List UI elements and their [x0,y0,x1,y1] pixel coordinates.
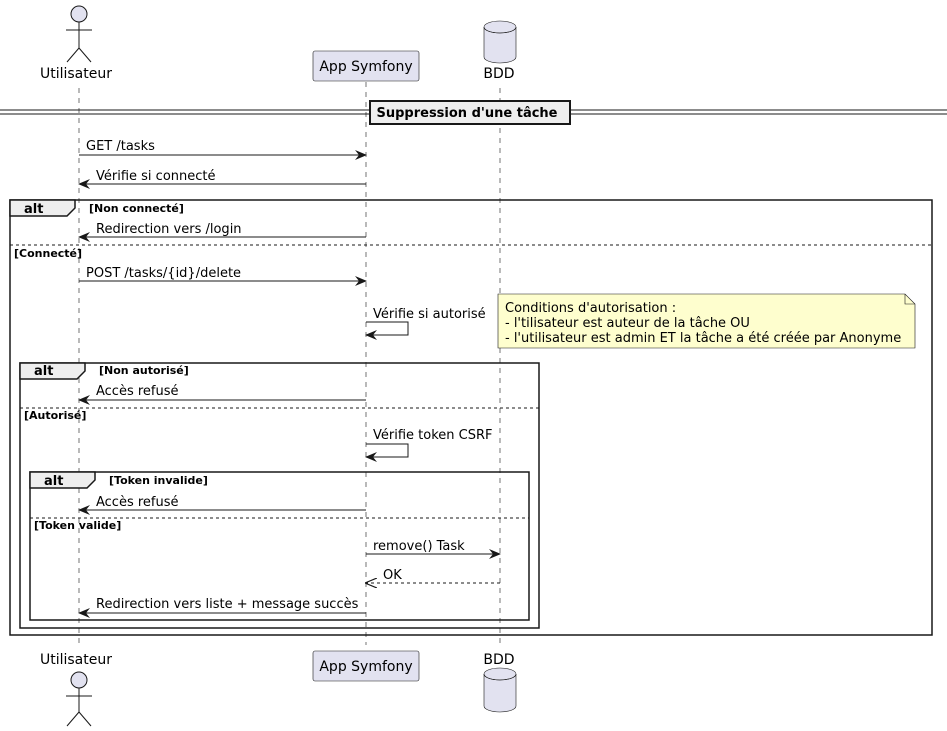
divider-label: Suppression d'une tâche [376,106,557,121]
message-check-authorized: Vérifie si autorisé [365,307,486,340]
frame-auth: alt [Non autorisé] [Autorisé] [19,362,540,629]
participant-app-bottom: App Symfony [312,650,420,682]
frame-guard-auth-2: [Autorisé] [24,409,86,422]
message-redirect-list: Redirection vers liste + message succès [78,597,366,618]
message-remove-task: remove() Task [366,539,501,559]
message-label: Accès refusé [96,495,179,510]
message-label: Redirection vers /login [96,222,242,237]
message-redirect-login: Redirection vers /login [78,222,366,242]
participant-box [312,50,420,82]
message-label: Vérifie si autorisé [373,307,486,322]
frame-tag-outer: alt [24,202,43,217]
participant-label-user: Utilisateur [40,652,112,668]
message-get-tasks: GET /tasks [79,139,367,160]
message-access-denied-2: Accès refusé [78,495,366,515]
participant-label-app: App Symfony [319,659,412,675]
participant-app-top: App Symfony [312,50,420,82]
message-label: POST /tasks/{id}/delete [86,266,241,281]
participant-box [312,650,420,682]
message-label: GET /tasks [86,139,155,154]
frame-guard-token-1: [Token invalide] [109,474,208,487]
message-ok: OK [366,568,500,583]
participant-db-bottom: BDD [483,652,517,713]
message-label: remove() Task [373,539,465,554]
frame-guard-outer-2: [Connecté] [14,247,82,260]
message-label: Accès refusé [96,384,179,399]
participant-label-user: Utilisateur [40,66,112,82]
authorization-note: Conditions d'autorisation : - l'tilisate… [497,293,916,349]
actor-icon [66,5,92,63]
participant-user-top: Utilisateur [40,5,112,82]
participant-label-app: App Symfony [319,59,412,75]
message-access-denied-1: Accès refusé [78,384,366,405]
note-line-2: - l'tilisateur est auteur de la tâche OU [505,316,750,331]
message-check-connected: Vérifie si connecté [78,169,366,189]
database-icon [483,20,517,64]
frame-guard-outer-1: [Non connecté] [89,202,184,215]
frame-token: alt [Token invalide] [Token valide] [29,471,530,621]
participant-label-db: BDD [483,66,514,82]
participant-db-top: BDD [483,20,517,82]
message-check-csrf: Vérifie token CSRF [365,428,492,462]
participant-user-bottom: Utilisateur [40,652,112,727]
note-line-1: Conditions d'autorisation : [505,301,676,316]
database-icon [483,667,517,713]
note-line-3: - l'utilisateur est admin ET la tâche a … [505,331,901,346]
message-post-delete: POST /tasks/{id}/delete [79,266,367,286]
message-label: Vérifie si connecté [96,169,216,184]
frame-guard-auth-1: [Non autorisé] [99,364,189,377]
message-label: Vérifie token CSRF [373,428,492,443]
frame-guard-token-2: [Token valide] [34,519,121,532]
frame-tag-token: alt [44,474,63,489]
divider: Suppression d'une tâche [0,100,947,125]
participant-label-db: BDD [483,652,514,668]
frame-outer: alt [Non connecté] [Connecté] [9,199,933,636]
message-label: OK [383,568,402,583]
frame-tag-auth: alt [34,364,53,379]
message-label: Redirection vers liste + message succès [96,597,359,612]
actor-icon [66,671,92,727]
